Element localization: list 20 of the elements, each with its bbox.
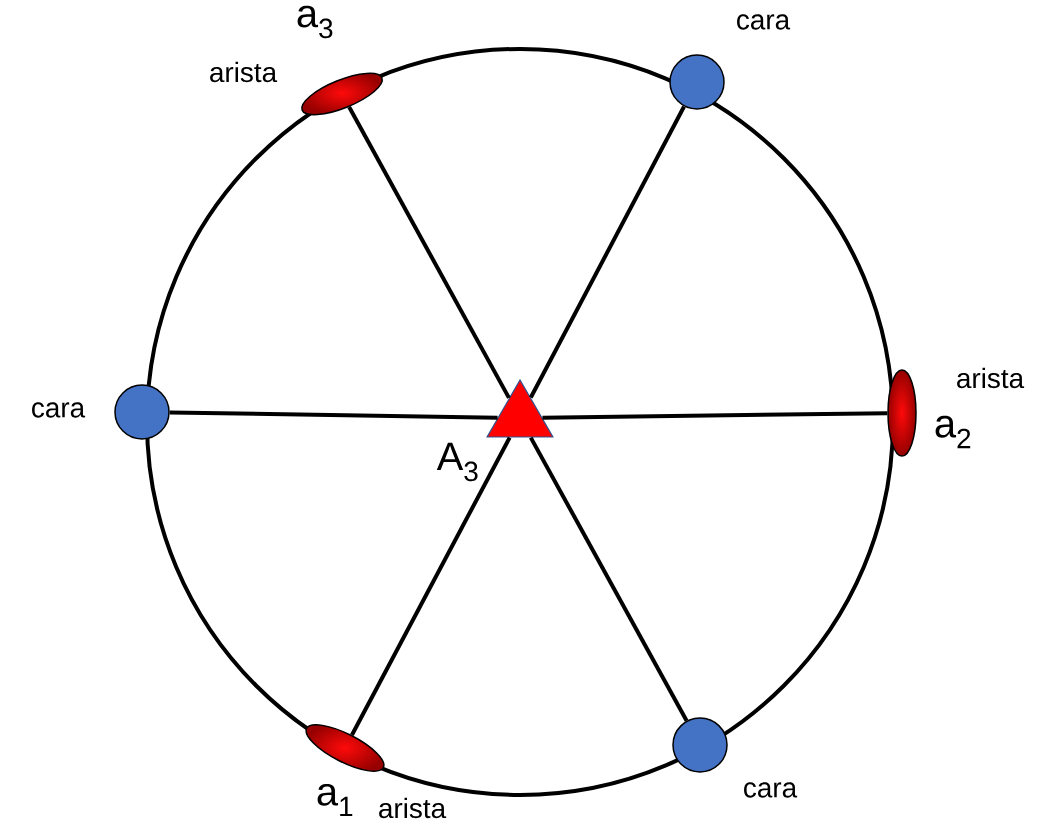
connector-line	[529, 436, 689, 722]
face-dot	[672, 717, 728, 773]
connector-line	[542, 411, 888, 420]
node-label: cara	[744, 782, 798, 798]
node-label: arista	[210, 61, 278, 83]
connector-line	[529, 105, 686, 399]
node-label: arista	[957, 367, 1025, 389]
node-label: cara	[32, 402, 86, 418]
node-label: a$_{2}$	[935, 415, 971, 449]
connector-line	[169, 410, 498, 420]
node-label: arista	[379, 797, 447, 819]
face-dot	[114, 384, 170, 440]
edge-ellipse	[887, 369, 917, 457]
connector-line	[347, 106, 511, 399]
node-label: A$_{3}$	[436, 442, 478, 482]
node-label: a$_{3}$	[297, 5, 333, 39]
node-label: a$_{1}$	[317, 783, 353, 817]
node-label: cara	[737, 14, 791, 30]
connector-line	[350, 436, 512, 736]
face-dot	[669, 54, 725, 110]
